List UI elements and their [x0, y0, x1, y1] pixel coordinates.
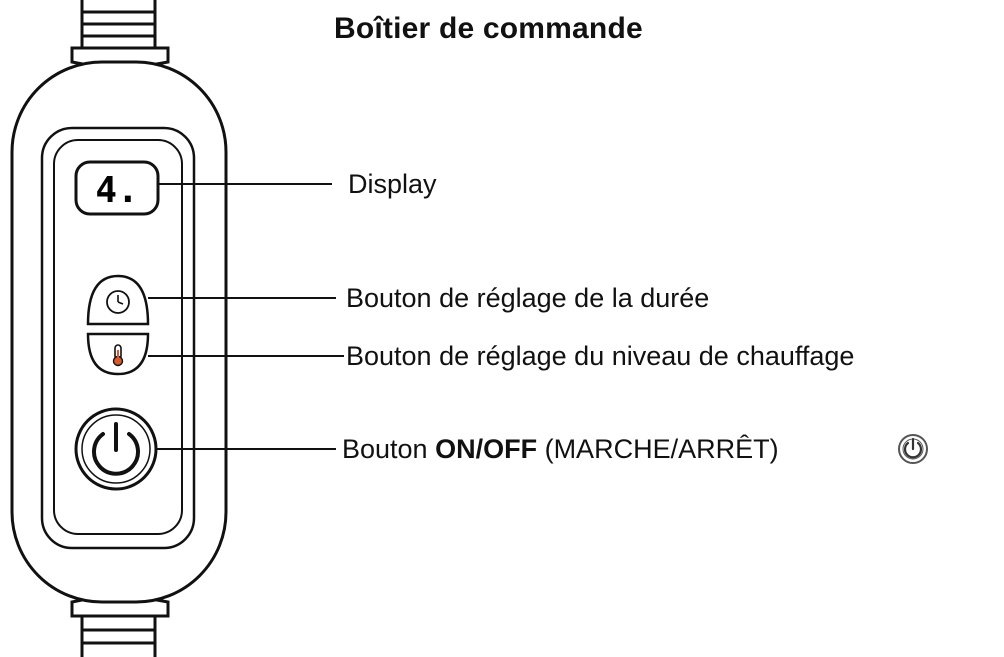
diagram-title: Boîtier de commande	[334, 12, 643, 45]
display-digit: 4.	[95, 170, 138, 211]
clock-icon	[106, 290, 130, 314]
duration-button-label: Bouton de réglage de la durée	[346, 283, 710, 313]
housing-outline	[10, 60, 228, 604]
display-window	[74, 160, 160, 216]
heat-button[interactable]	[86, 332, 150, 376]
bottom-cable	[70, 595, 170, 657]
power-legend-icon	[898, 434, 928, 464]
power-button[interactable]	[74, 407, 158, 491]
power-label-bold: ON/OFF	[435, 434, 538, 464]
display-label: Display	[348, 169, 437, 199]
power-button-label: Bouton ON/OFF (MARCHE/ARRÊT)	[342, 433, 779, 465]
leader-lines	[148, 183, 344, 450]
power-icon	[92, 422, 140, 476]
top-cable	[70, 0, 170, 69]
duration-button[interactable]	[86, 274, 150, 326]
power-label-suffix: (MARCHE/ARRÊT)	[537, 434, 779, 464]
front-panel-outer	[40, 126, 196, 550]
thermometer-icon	[112, 344, 124, 367]
front-panel-inner	[53, 139, 183, 535]
heat-button-label: Bouton de réglage du niveau de chauffage	[346, 341, 855, 371]
power-label-prefix: Bouton	[342, 434, 436, 464]
